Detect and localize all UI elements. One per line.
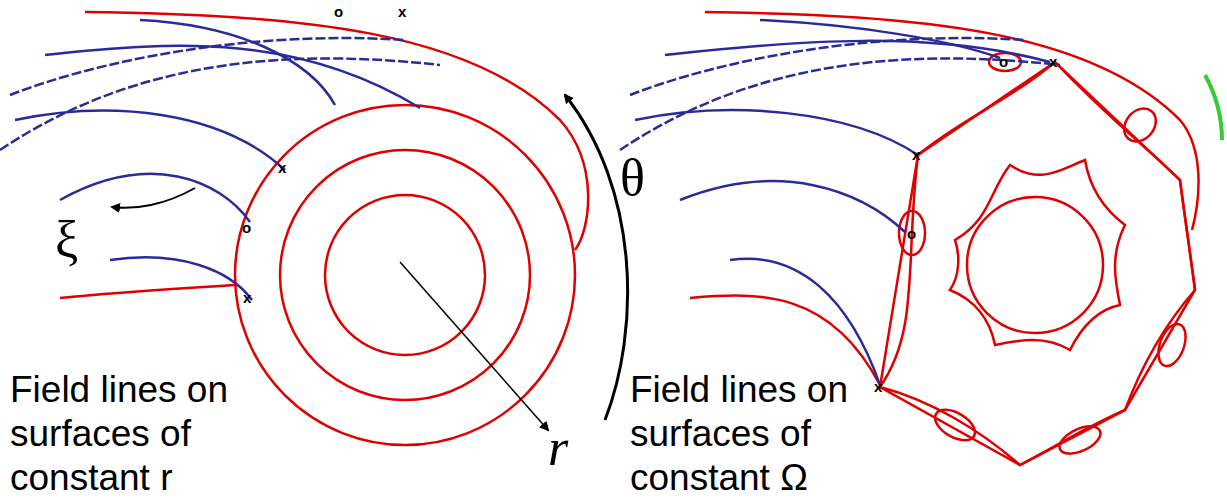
x-point-marker: x <box>912 147 920 163</box>
x-point-marker: x <box>243 290 251 306</box>
caption: Field lines on surfaces of constant Ω <box>630 368 880 500</box>
coordinate-symbol: r <box>548 420 568 476</box>
x-point-marker: x <box>278 160 286 176</box>
x-point-marker: x <box>1049 54 1057 70</box>
x-point-marker: x <box>398 4 406 20</box>
o-point-marker: o <box>907 226 916 242</box>
o-point-marker: o <box>999 54 1008 70</box>
coordinate-symbol: θ <box>620 150 645 206</box>
o-point-marker: o <box>334 4 343 20</box>
caption: Field lines on surfaces of constant r <box>10 368 260 500</box>
o-point-marker: o <box>242 220 251 236</box>
coordinate-symbol: ξ <box>55 212 78 268</box>
x-point-marker: x <box>874 379 882 395</box>
